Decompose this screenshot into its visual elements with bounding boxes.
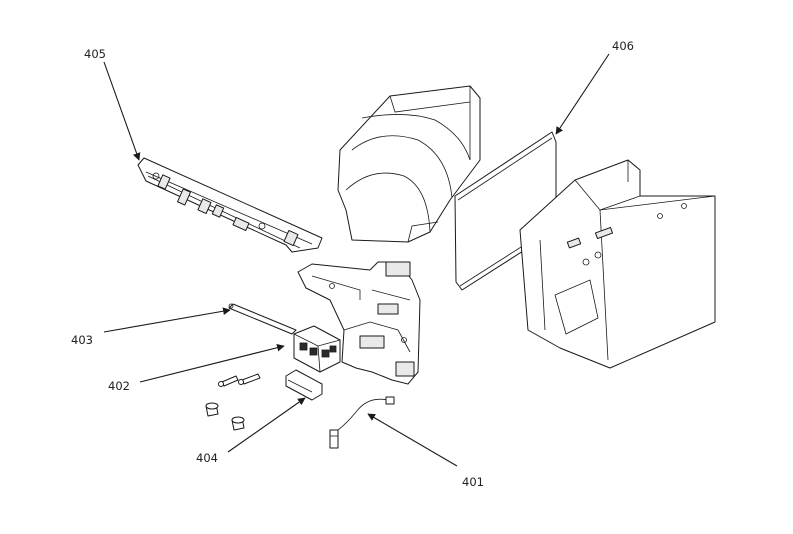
part-401-cable: [329, 396, 395, 449]
label-402: 402: [108, 379, 130, 393]
label-404: 404: [196, 451, 218, 465]
arrow-401: [367, 413, 458, 467]
central-frame: [297, 261, 421, 385]
callout-labels: 405 406 403 402 404 401: [71, 39, 634, 489]
arrow-402: [139, 343, 285, 383]
label-405: 405: [84, 47, 106, 61]
part-403-wire: [228, 303, 297, 335]
label-403: 403: [71, 333, 93, 347]
arrow-406: [555, 53, 610, 135]
right-enclosure: [519, 159, 716, 369]
arrow-403: [103, 307, 231, 333]
screws: [205, 373, 261, 431]
label-401: 401: [462, 475, 484, 489]
callout-arrows: [103, 53, 610, 467]
part-404-bracket: [285, 369, 323, 401]
label-406: 406: [612, 39, 634, 53]
part-402-connector-block: [293, 325, 341, 373]
arrow-404: [227, 397, 306, 453]
upper-curved-housing: [337, 85, 481, 243]
arrow-405: [103, 61, 141, 161]
part-405-rail: [137, 157, 323, 253]
